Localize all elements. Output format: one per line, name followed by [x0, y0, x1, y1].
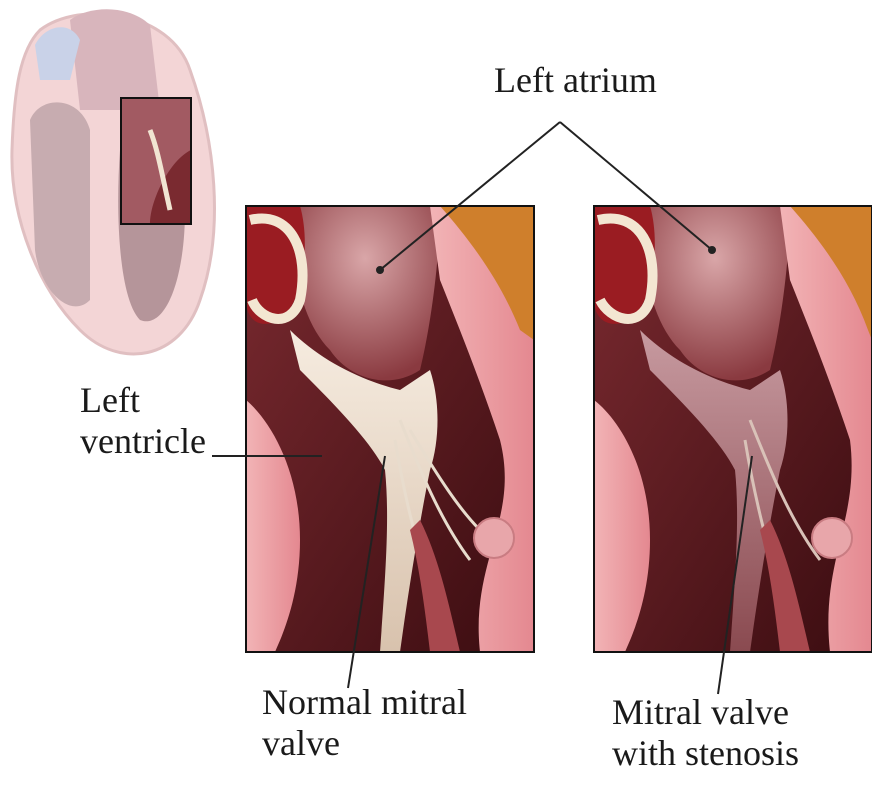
label-left-ventricle: Left ventricle — [80, 380, 206, 463]
label-normal-mitral-valve: Normal mitral valve — [262, 682, 467, 765]
label-normal-line1: Normal mitral — [262, 682, 467, 723]
label-normal-line2: valve — [262, 723, 467, 764]
label-left-atrium: Left atrium — [494, 60, 657, 101]
papillary-muscle-stenosis — [812, 518, 852, 558]
thumbnail-zoom-box — [121, 98, 191, 224]
normal-valve-panel — [246, 206, 534, 652]
label-left-ventricle-line1: Left — [80, 380, 206, 421]
label-left-ventricle-line2: ventricle — [80, 421, 206, 462]
label-stenosis-line2: with stenosis — [612, 733, 799, 774]
papillary-muscle — [474, 518, 514, 558]
label-mitral-valve-stenosis: Mitral valve with stenosis — [612, 692, 799, 775]
label-stenosis-line1: Mitral valve — [612, 692, 799, 733]
heart-right-chamber — [30, 102, 90, 306]
heart-aorta — [70, 9, 160, 110]
